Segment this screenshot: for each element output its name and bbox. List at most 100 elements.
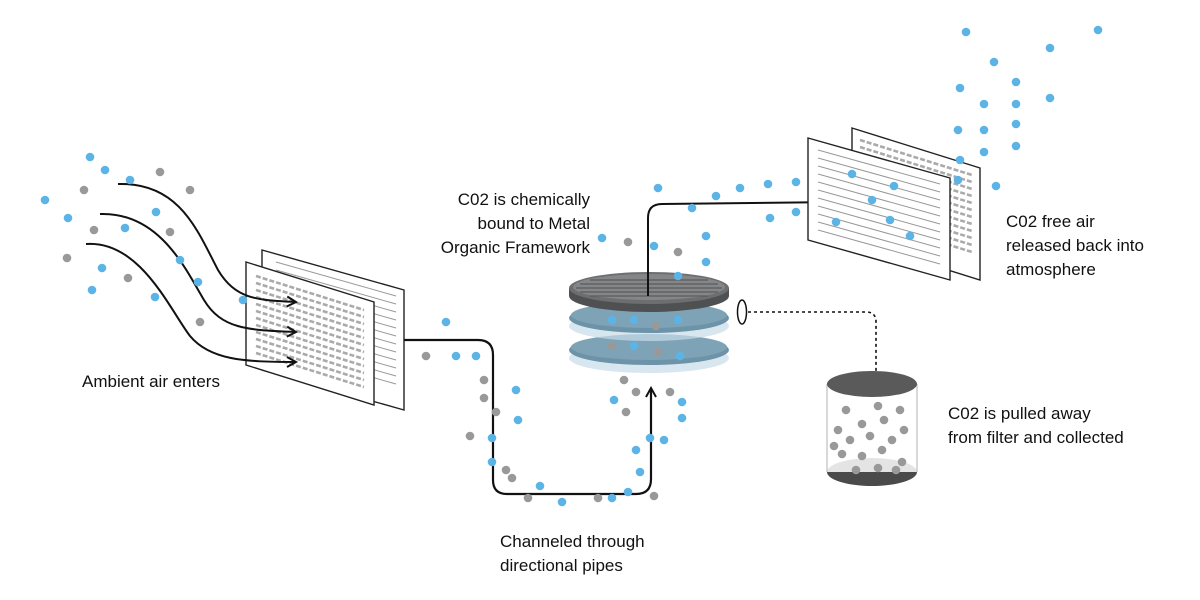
air-particle [677,397,687,407]
air-particle [511,385,521,395]
air-particle [645,433,655,443]
co2-particle [845,435,855,445]
air-particle [607,493,617,503]
air-particle [557,497,567,507]
air-particle [629,341,639,351]
co2-particle [165,227,175,237]
air-particle [120,223,130,233]
co2-particle [79,185,89,195]
co2-particle [833,425,843,435]
co2-particle [897,457,907,467]
air-particle [150,292,160,302]
label-channeled-pipes: Channeled through directional pipes [500,532,645,575]
air-particle [889,181,899,191]
air-particle [979,99,989,109]
air-particle [1011,141,1021,151]
extraction-valve [736,299,748,325]
co2-particle [653,347,663,357]
co2-particle [491,407,501,417]
air-particle [40,195,50,205]
co2-particle [62,253,72,263]
air-particle [735,183,745,193]
air-particle [238,295,248,305]
intake-arrow-2 [99,212,296,332]
air-particle [885,215,895,225]
co2-particle [155,167,165,177]
exit-flow-line [647,202,840,296]
co2-particle [879,415,889,425]
air-particle [847,169,857,179]
air-particle [87,285,97,295]
air-particle [85,152,95,162]
air-particle [955,155,965,165]
mof-lower-disc [569,334,729,373]
air-particle [1011,77,1021,87]
air-particle [97,263,107,273]
air-particle [659,435,669,445]
co2-particle [623,237,633,247]
co2-particle [873,401,883,411]
air-particle [535,481,545,491]
label-chemically-bound: C02 is chemically bound to Metal Organic… [440,190,590,257]
air-particle [677,413,687,423]
co2-particle [501,465,511,475]
co2-particle [865,431,875,441]
co2-particle [895,405,905,415]
air-particle [471,351,481,361]
air-particle [711,191,721,201]
co2-particle [619,375,629,385]
co2-particle [899,425,909,435]
pipe-flow-line [404,338,651,496]
co2-particle [649,491,659,501]
air-particle [991,181,1001,191]
air-particle [765,213,775,223]
co2-particle [465,431,475,441]
output-filter [807,127,981,281]
air-particle [687,203,697,213]
air-particle [635,467,645,477]
air-particles [40,25,1103,507]
co2-particle [873,463,883,473]
co2-particle [665,387,675,397]
co2-particle [851,465,861,475]
co2-particle [877,445,887,455]
air-particle [631,445,641,455]
air-particle [1011,99,1021,109]
co2-particle [673,247,683,257]
co2-particle [123,273,133,283]
air-particle [487,433,497,443]
air-particle [513,415,523,425]
air-particle [673,271,683,281]
air-particle [905,231,915,241]
intake-arrow-3 [85,242,296,362]
air-particle [953,175,963,185]
air-particle [701,231,711,241]
air-particle [649,241,659,251]
air-particle [629,315,639,325]
air-particle [675,351,685,361]
air-particle [979,147,989,157]
air-particle [441,317,451,327]
co2-particle [621,407,631,417]
air-particle [673,315,683,325]
air-particle [193,277,203,287]
co2-particle [479,393,489,403]
air-particle [100,165,110,175]
co2-particle [523,493,533,503]
label-co2-collected: C02 is pulled away from filter and colle… [948,404,1124,447]
co2-particle [857,451,867,461]
co2-particle [593,493,603,503]
air-particle [701,257,711,267]
air-particle [623,487,633,497]
co2-particle [651,321,661,331]
air-particle [791,207,801,217]
air-particle [831,217,841,227]
co2-particle [89,225,99,235]
co2-particle [857,419,867,429]
air-particle [597,233,607,243]
air-particle [175,255,185,265]
co2-particle [891,465,901,475]
label-air-released: C02 free air released back into atmosphe… [1006,212,1144,279]
co2-particle [185,185,195,195]
